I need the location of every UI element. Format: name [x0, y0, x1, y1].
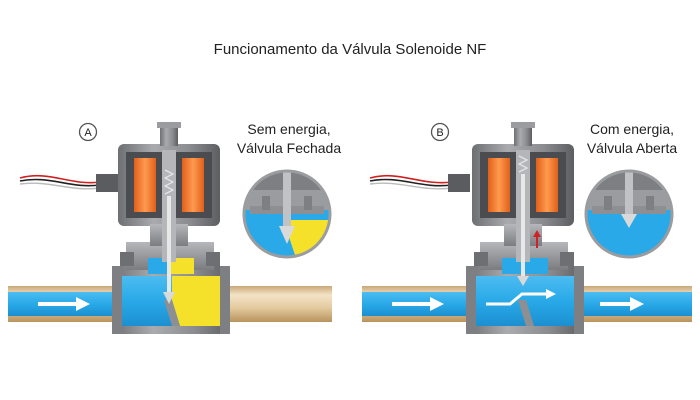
- flow-path-head: [546, 289, 556, 299]
- plunger-rod: [521, 174, 525, 278]
- plunger-tip: [163, 292, 175, 304]
- body-flange-right: [220, 266, 230, 334]
- panel-a: A Sem energia, Válvula Fechada: [8, 121, 341, 334]
- outlet-pipe: [222, 286, 332, 322]
- panel-b: B Com energia, Válvula Aberta: [362, 121, 692, 334]
- bolt-right: [560, 252, 574, 266]
- flow-arrow-out: [600, 297, 644, 311]
- blocked-chamber: [172, 276, 224, 326]
- valve-seat: [518, 300, 534, 326]
- valve-seat: [164, 300, 180, 326]
- panel-badge-circle: [78, 122, 98, 142]
- top-plug: [514, 126, 532, 146]
- wire-black: [19, 178, 101, 187]
- coil-left: [134, 158, 156, 212]
- top-cap: [511, 122, 535, 128]
- spring: [163, 169, 175, 195]
- spring: [517, 155, 529, 173]
- wire-grey: [369, 182, 453, 190]
- plunger-tip: [517, 276, 529, 286]
- body-flange-left: [466, 266, 476, 334]
- caption-line1: Sem energia,: [247, 121, 330, 137]
- cable-gland: [448, 174, 470, 192]
- bolt-left: [474, 252, 488, 266]
- plunger-up-arrow: [533, 230, 541, 248]
- wire-red: [19, 174, 101, 184]
- diagram-title: Funcionamento da Válvula Solenoide NF: [214, 41, 487, 58]
- plunger-rod: [167, 196, 171, 294]
- wire-grey: [19, 182, 101, 190]
- flow-arrow: [38, 297, 90, 311]
- wire-red: [369, 174, 453, 184]
- bolt-left: [120, 252, 134, 266]
- body-flange-left: [112, 266, 122, 334]
- wire-black: [369, 178, 453, 187]
- top-cap: [157, 122, 181, 128]
- magnifier: [584, 169, 674, 259]
- coil-right: [536, 158, 558, 212]
- cable-gland: [96, 174, 118, 192]
- coil-left: [488, 158, 510, 212]
- body-flange-right: [574, 266, 584, 334]
- caption-line1: Com energia,: [590, 121, 674, 137]
- top-plug: [160, 126, 178, 146]
- caption-line2: Válvula Aberta: [587, 140, 677, 156]
- panel-badge-circle: [430, 122, 450, 142]
- caption-line2: Válvula Fechada: [237, 140, 342, 156]
- coil-right: [182, 158, 204, 212]
- panel-badge: A: [84, 127, 92, 139]
- panel-badge: B: [436, 127, 443, 139]
- flow-path: [486, 292, 548, 306]
- bolt-right: [206, 252, 220, 266]
- flow-arrow-in: [392, 297, 444, 311]
- magnifier: [242, 169, 332, 259]
